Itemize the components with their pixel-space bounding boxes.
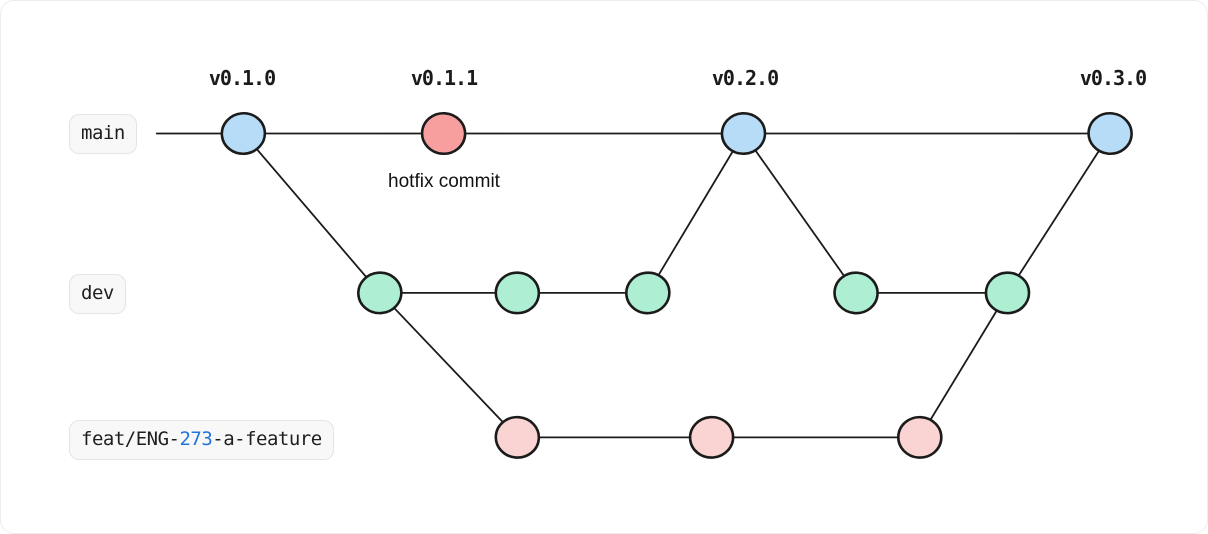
commit-node-d1 bbox=[357, 271, 403, 315]
commit-node-m4 bbox=[1087, 111, 1133, 156]
commit-node-d3 bbox=[625, 271, 671, 315]
commit-node-d5 bbox=[984, 271, 1031, 315]
commit-node-d2 bbox=[494, 271, 541, 315]
edge-d1-f1 bbox=[378, 292, 519, 439]
commit-node-f3 bbox=[897, 415, 943, 459]
commit-node-f2 bbox=[688, 415, 735, 459]
version-tag-v0-3-0: v0.3.0 bbox=[1079, 66, 1147, 90]
commit-node-d4 bbox=[833, 271, 879, 315]
version-tag-v0-1-0: v0.1.0 bbox=[208, 66, 276, 90]
branch-name-feature-suffix: -a-feature bbox=[212, 428, 322, 451]
branch-name-dev: dev bbox=[81, 282, 114, 305]
commit-node-m3 bbox=[720, 111, 767, 156]
edge-m1-d1 bbox=[242, 132, 381, 294]
edge-d5-m4 bbox=[1006, 132, 1111, 294]
edge-d3-m3 bbox=[646, 132, 745, 294]
edge-f3-d5 bbox=[918, 292, 1009, 439]
commit-node-m1 bbox=[220, 111, 267, 156]
issue-number: 273 bbox=[179, 428, 213, 451]
commit-node-f1 bbox=[494, 415, 541, 459]
edge-m3-d4 bbox=[742, 132, 857, 294]
branch-name-feature-prefix: feat/ENG- bbox=[81, 428, 180, 451]
branch-label-main: main bbox=[69, 114, 137, 154]
branch-name-main: main bbox=[81, 122, 125, 145]
version-tag-v0-2-0: v0.2.0 bbox=[711, 66, 779, 90]
commit-node-m2 bbox=[420, 111, 467, 156]
branch-label-dev: dev bbox=[69, 274, 126, 314]
version-tag-v0-1-1: v0.1.1 bbox=[410, 66, 478, 90]
branch-label-feature: feat/ENG-273-a-feature bbox=[69, 420, 334, 460]
hotfix-commit-annotation: hotfix commit bbox=[388, 171, 500, 192]
